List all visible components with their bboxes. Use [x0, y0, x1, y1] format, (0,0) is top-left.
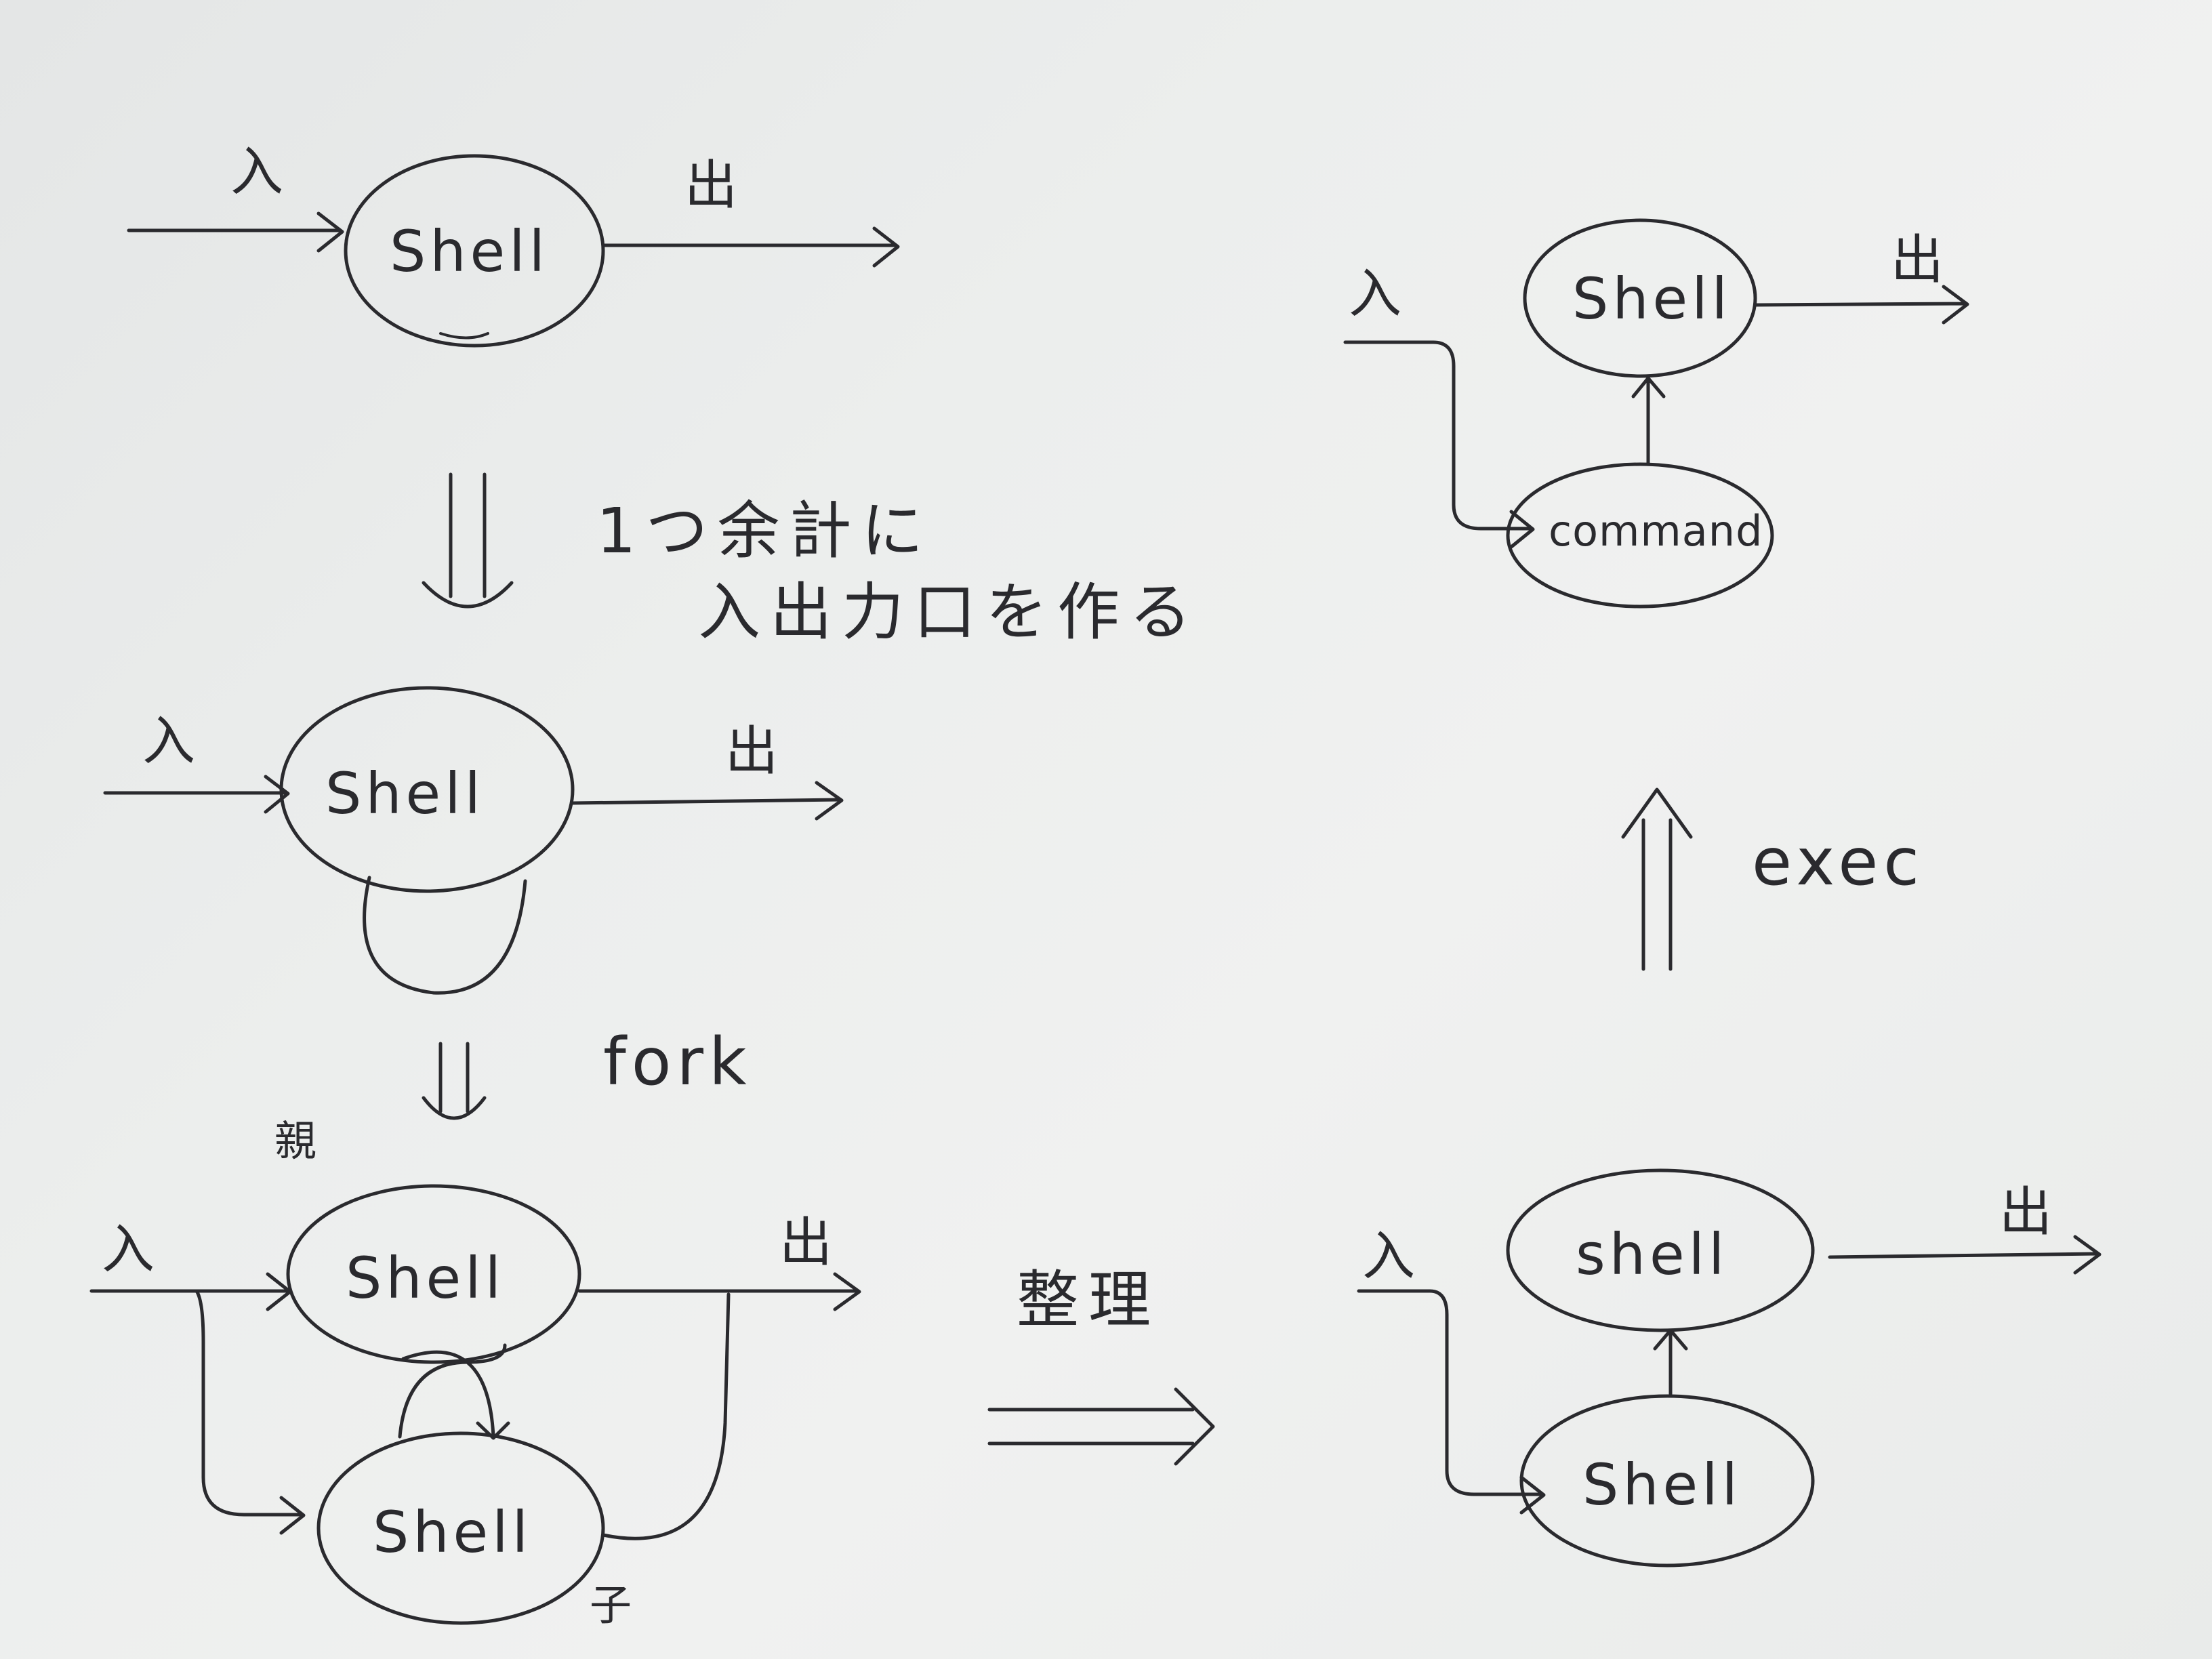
child-parent-link [401, 1350, 510, 1440]
stage1-input-arrow [127, 211, 344, 253]
stage4-shell-bottom [1519, 1394, 1815, 1568]
stage2-input-arrow [103, 775, 290, 814]
down-double-arrow-1 [422, 472, 514, 609]
parent-label: 親 [274, 1116, 317, 1166]
note-line-2: 入出力口を作る [698, 576, 1201, 649]
fork-label: fork [603, 1024, 752, 1100]
stage1-out-label: 出 [684, 155, 737, 216]
stage2-output-arrow [571, 781, 844, 821]
stage4-shell-top-label: shell [1576, 1221, 1728, 1288]
stage3-out-label: 出 [779, 1212, 832, 1273]
child-shell-label: Shell [373, 1499, 532, 1565]
parent-child-link [398, 1343, 507, 1439]
stage3-output-merge [601, 1292, 731, 1540]
stage3-input-branch [194, 1289, 306, 1535]
stage5-output-arrow [1753, 285, 1969, 325]
stage1-loop-mark [439, 332, 489, 340]
stage1-in-label: 入 [230, 142, 283, 203]
stage5-in-label: 入 [1349, 264, 1401, 325]
stage2-shell-node [279, 686, 575, 893]
stage2-shell-label: Shell [325, 760, 485, 827]
stage-5: 入 Shell command 出 [1343, 218, 1969, 609]
stage4-in-label: 入 [1362, 1226, 1415, 1287]
stage4-shell-top [1506, 1168, 1815, 1332]
stage5-input-arrow [1343, 340, 1535, 549]
stage4-input-arrow [1357, 1289, 1546, 1515]
child-label: 子 [590, 1580, 632, 1630]
child-shell-node [316, 1431, 605, 1625]
transition-1: 1つ余計に 入出力口を作る [422, 472, 1201, 649]
stage-3: 親 入 Shell Shell 子 出 [89, 1116, 861, 1630]
stage4-out-label: 出 [1999, 1182, 2052, 1243]
up-double-arrow [1621, 787, 1693, 971]
stage5-command-node [1506, 462, 1774, 609]
stage-4: 入 shell Shell 出 [1357, 1168, 2102, 1568]
stage5-out-label: 出 [1891, 230, 1944, 291]
right-double-arrow [987, 1387, 1215, 1466]
stage1-output-arrow [601, 226, 900, 268]
stage2-extra-loop [363, 876, 527, 995]
stage3-output-arrow [577, 1272, 861, 1311]
parent-shell-node [286, 1184, 581, 1364]
stage5-link-arrow [1631, 376, 1666, 466]
exec-label: exec [1752, 824, 1925, 900]
stage1-shell-node [344, 154, 605, 348]
arrange-label: 整理 [1017, 1264, 1160, 1336]
stage4-output-arrow [1828, 1235, 2102, 1275]
stage4-shell-bottom-label: Shell [1582, 1452, 1742, 1518]
stage5-shell-node [1523, 218, 1757, 378]
transition-2: fork [422, 1024, 752, 1120]
stage2-out-label: 出 [725, 721, 778, 782]
stage5-command-label: command [1549, 506, 1763, 556]
note-line-1: 1つ余計に [596, 495, 933, 567]
stage4-link-arrow [1653, 1328, 1688, 1398]
stage-1: 入 Shell 出 [127, 142, 900, 348]
stage5-shell-label: Shell [1572, 266, 1732, 332]
stage-2: 入 Shell 出 [103, 686, 844, 995]
down-double-arrow-2 [422, 1042, 487, 1120]
transition-3: 整理 [987, 1264, 1215, 1466]
stage2-in-label: 入 [142, 711, 195, 772]
parent-shell-label: Shell [346, 1245, 505, 1311]
stage1-shell-label: Shell [390, 218, 549, 285]
stage3-in-label: 入 [102, 1219, 155, 1280]
transition-4: exec [1621, 787, 1925, 971]
